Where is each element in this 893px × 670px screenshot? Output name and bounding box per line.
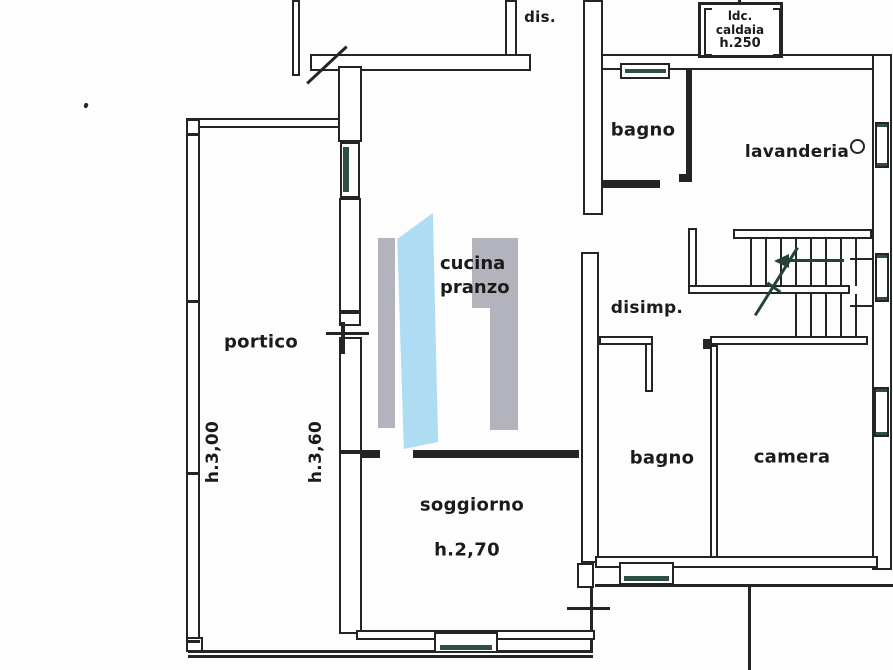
stair-tread — [840, 239, 842, 286]
wall-bagno2-top — [599, 336, 653, 345]
wall-west-seg4 — [339, 337, 362, 452]
stair-top-wall — [733, 229, 872, 239]
door-post-west — [341, 322, 345, 354]
terrace-edge-horizontal — [595, 584, 893, 587]
window-camera-glass — [876, 389, 887, 392]
window-lavanderia-glass — [877, 124, 887, 127]
window-bagno-south-glass — [624, 576, 669, 581]
stair-arrow-shaft — [788, 259, 844, 262]
label-camera: camera — [753, 446, 831, 468]
label-height-portico-left: h.3,00 — [203, 420, 223, 484]
watermark-gray-stem — [490, 238, 518, 430]
wall-jog-southeast — [577, 563, 594, 588]
boiler-bracket-right — [773, 8, 781, 56]
wall-portico-top — [186, 118, 340, 128]
door-tick-southeast — [567, 607, 610, 610]
stair-tread — [825, 294, 827, 338]
wall-dis-left — [505, 0, 517, 56]
wall-bagno2-entry — [645, 343, 653, 392]
boiler-bracket-left — [704, 8, 712, 56]
label-kitchen: cucina pranzo — [440, 252, 510, 300]
label-soggiorno: soggiorno — [419, 494, 525, 516]
wall-bagno-lavanderia-foot — [679, 174, 692, 182]
stair-tread — [795, 239, 797, 286]
south-boundary-line2 — [188, 655, 593, 658]
label-soggiorno-height: h.2,70 — [434, 539, 500, 561]
wall-soggiorno-stub — [356, 450, 380, 458]
watermark-blue-flag — [397, 213, 439, 449]
wall-top-left-stub — [292, 0, 300, 76]
label-boiler-line3: h.250 — [719, 36, 761, 51]
stair-tread — [750, 239, 752, 286]
stair-tread — [810, 294, 812, 338]
plot-mark-dot — [83, 102, 89, 109]
label-lavanderia: lavanderia — [744, 142, 850, 162]
label-portico: portico — [223, 331, 299, 353]
window-stairs-glass — [877, 255, 887, 258]
label-height-portico-right: h.3,60 — [306, 420, 326, 484]
window-lavanderia — [875, 122, 889, 168]
boiler-room-box — [698, 2, 783, 58]
label-bagno-top: bagno — [610, 119, 676, 141]
wall-portico-left — [186, 119, 200, 652]
watermark-gray-stem-flag — [472, 238, 490, 308]
door-tick-west — [326, 332, 369, 335]
stair-tread — [765, 239, 767, 286]
wall-right-exterior — [872, 54, 892, 570]
wall-bagno2-camera — [710, 345, 718, 560]
wall-camera-top — [710, 336, 868, 345]
wall-west-seg5 — [339, 452, 362, 634]
wall-bagno-lavanderia — [686, 70, 692, 174]
label-dis: dis. — [524, 8, 556, 26]
wall-cucina-soggiorno — [413, 450, 579, 458]
window-bagno-south — [619, 562, 674, 585]
portico-pillar-joint — [186, 133, 200, 136]
stair-tread — [825, 239, 827, 286]
terrace-edge-vertical — [748, 586, 751, 670]
portico-pillar-joint — [186, 472, 200, 475]
stair-tread — [855, 239, 857, 286]
label-kitchen-line2: pranzo — [440, 277, 510, 298]
stair-tread — [795, 294, 797, 338]
wall-bagno-stub — [603, 180, 660, 188]
stair-tread-horizontal — [850, 258, 872, 260]
window-soggiorno-south-glass — [440, 645, 492, 650]
stair-tread — [855, 294, 857, 338]
label-kitchen-line1: cucina — [440, 253, 506, 274]
label-disimpegno: disimp. — [610, 298, 684, 318]
window-stairs — [875, 253, 889, 302]
window-west-glass — [343, 147, 349, 192]
label-boiler-room: ldc. caldaia h.250 — [700, 4, 780, 56]
label-bagno-bottom: bagno — [629, 447, 695, 469]
window-lavanderia-glass2 — [877, 163, 887, 166]
wall-top-left — [310, 54, 531, 71]
wall-camera-door-post — [703, 339, 710, 349]
wall-west-seg2 — [339, 198, 361, 312]
portico-pillar-joint — [186, 640, 200, 643]
wall-cucina-bagno — [583, 0, 603, 215]
watermark-gray-bar — [378, 238, 395, 428]
window-camera-glass2 — [876, 432, 887, 435]
window-north-glass — [625, 69, 666, 73]
portico-pillar-joint — [186, 300, 200, 303]
stair-tread — [840, 294, 842, 338]
lavanderia-fixture-circle — [850, 139, 865, 154]
stair-tread — [810, 239, 812, 286]
stair-tread-horizontal — [850, 305, 872, 307]
south-boundary-line1 — [188, 650, 593, 653]
window-camera — [874, 387, 889, 437]
wall-thin-southeast — [590, 588, 593, 650]
label-boiler-line2: caldaia — [715, 23, 765, 37]
label-boiler-line1: ldc. — [727, 9, 753, 23]
wall-west-seg1 — [338, 66, 362, 142]
window-stairs-glass2 — [877, 297, 887, 300]
wall-cucina-disimp — [581, 252, 599, 563]
